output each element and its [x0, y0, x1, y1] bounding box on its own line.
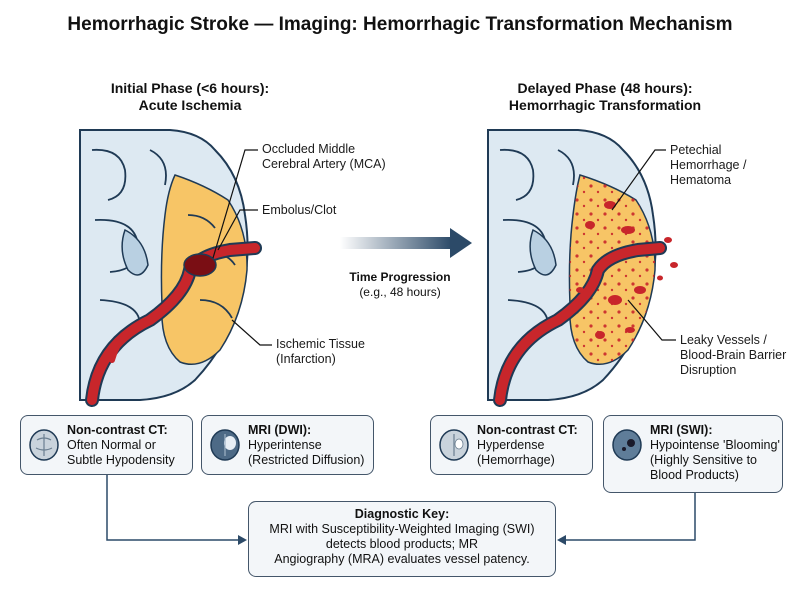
right-brain-section: [487, 129, 678, 407]
leaky-label-line3: Disruption: [680, 363, 737, 377]
mri-swi-box: MRI (SWI): Hypointense 'Blooming' (Highl…: [603, 415, 783, 493]
clot-label: Embolus/Clot: [262, 203, 337, 217]
diagnostic-key-box: Diagnostic Key: MRI with Susceptibility-…: [248, 501, 556, 577]
mri-right-line2: (Highly Sensitive to: [650, 453, 757, 467]
petechial-label-line1: Petechial: [670, 143, 722, 157]
ct-brain-icon: [29, 429, 59, 461]
ischemic-label-line2: (Infarction): [276, 352, 336, 366]
left-pointer-lines: [212, 149, 272, 346]
connector-arrowhead-left: [238, 535, 247, 545]
ct-left-title: Non-contrast CT:: [67, 423, 168, 437]
time-progression-line1: Time Progression: [349, 270, 451, 284]
swi-brain-icon: [612, 429, 642, 461]
mri-right-title: MRI (SWI):: [650, 423, 713, 437]
ct-right-box: Non-contrast CT: Hyperdense (Hemorrhage): [430, 415, 593, 475]
diagnostic-key-title: Diagnostic Key:: [354, 507, 450, 521]
time-progression-label: Time Progression (e.g., 48 hours): [330, 270, 470, 300]
mri-left-title: MRI (DWI):: [248, 423, 312, 437]
mri-right-line3: Blood Products): [650, 468, 739, 482]
initial-phase-line2: Acute Ischemia: [138, 97, 242, 113]
ct-right-title: Non-contrast CT:: [477, 423, 578, 437]
delayed-phase-line1: Delayed Phase (48 hours):: [517, 80, 693, 96]
time-progression-arrow: [340, 228, 472, 258]
initial-phase-line1: Initial Phase (<6 hours):: [110, 80, 270, 96]
right-hemorrhage-spots: [576, 201, 678, 339]
ct-right-line2: (Hemorrhage): [477, 453, 555, 467]
mca-label-line2: Cerebral Artery (MCA): [262, 157, 386, 171]
mri-left-line2: (Restricted Diffusion): [248, 453, 365, 467]
mca-label: Occluded Middle Cerebral Artery (MCA): [262, 142, 386, 172]
leaky-label-line2: Blood-Brain Barrier: [680, 348, 787, 362]
connector-lines: [106, 473, 696, 541]
mri-right-line1: Hypointense 'Blooming': [650, 438, 780, 452]
leaky-vessels-label: Leaky Vessels / Blood-Brain Barrier Disr…: [680, 333, 786, 378]
ct-left-line2: Subtle Hypodensity: [67, 453, 175, 467]
time-progression-line2: (e.g., 48 hours): [359, 285, 441, 299]
mri-brain-icon: [210, 429, 240, 461]
diagnostic-key-line3: Angiography (MRA) evaluates vessel paten…: [274, 552, 530, 566]
right-pointer-lines: [611, 149, 676, 341]
diagram-title: Hemorrhagic Stroke — Imaging: Hemorrhagi…: [67, 14, 733, 35]
ct-left-box: Non-contrast CT: Often Normal or Subtle …: [20, 415, 193, 475]
delayed-phase-line2: Hemorrhagic Transformation: [508, 97, 702, 113]
left-ventricle: [121, 228, 149, 276]
diagnostic-key-line1: MRI with Susceptibility-Weighted Imaging…: [269, 522, 535, 536]
left-embolus-clot: [183, 253, 217, 277]
left-brain-section: [79, 129, 262, 407]
ischemic-tissue-label: Ischemic Tissue (Infarction): [276, 337, 365, 367]
initial-phase-heading: Initial Phase (<6 hours): Acute Ischemia: [60, 80, 320, 114]
ct-left-line1: Often Normal or: [67, 438, 156, 452]
petechial-label-line2: Hemorrhage /: [670, 158, 747, 172]
mri-dwi-box: MRI (DWI): Hyperintense (Restricted Diff…: [201, 415, 374, 475]
mca-label-line1: Occluded Middle: [262, 142, 356, 156]
delayed-phase-heading: Delayed Phase (48 hours): Hemorrhagic Tr…: [470, 80, 740, 114]
ischemic-label-line1: Ischemic Tissue: [276, 337, 365, 351]
petechial-label-line3: Hematoma: [670, 173, 732, 187]
right-ventricle: [529, 228, 557, 276]
mri-left-line1: Hyperintense: [248, 438, 322, 452]
leaky-label-line1: Leaky Vessels /: [680, 333, 767, 347]
diagnostic-key-line2: detects blood products; MR: [325, 537, 479, 551]
petechial-label: Petechial Hemorrhage / Hematoma: [670, 143, 746, 188]
connector-arrowhead-right: [557, 535, 566, 545]
ct-right-line1: Hyperdense: [477, 438, 545, 452]
ct-hemorrhage-icon: [439, 429, 469, 461]
